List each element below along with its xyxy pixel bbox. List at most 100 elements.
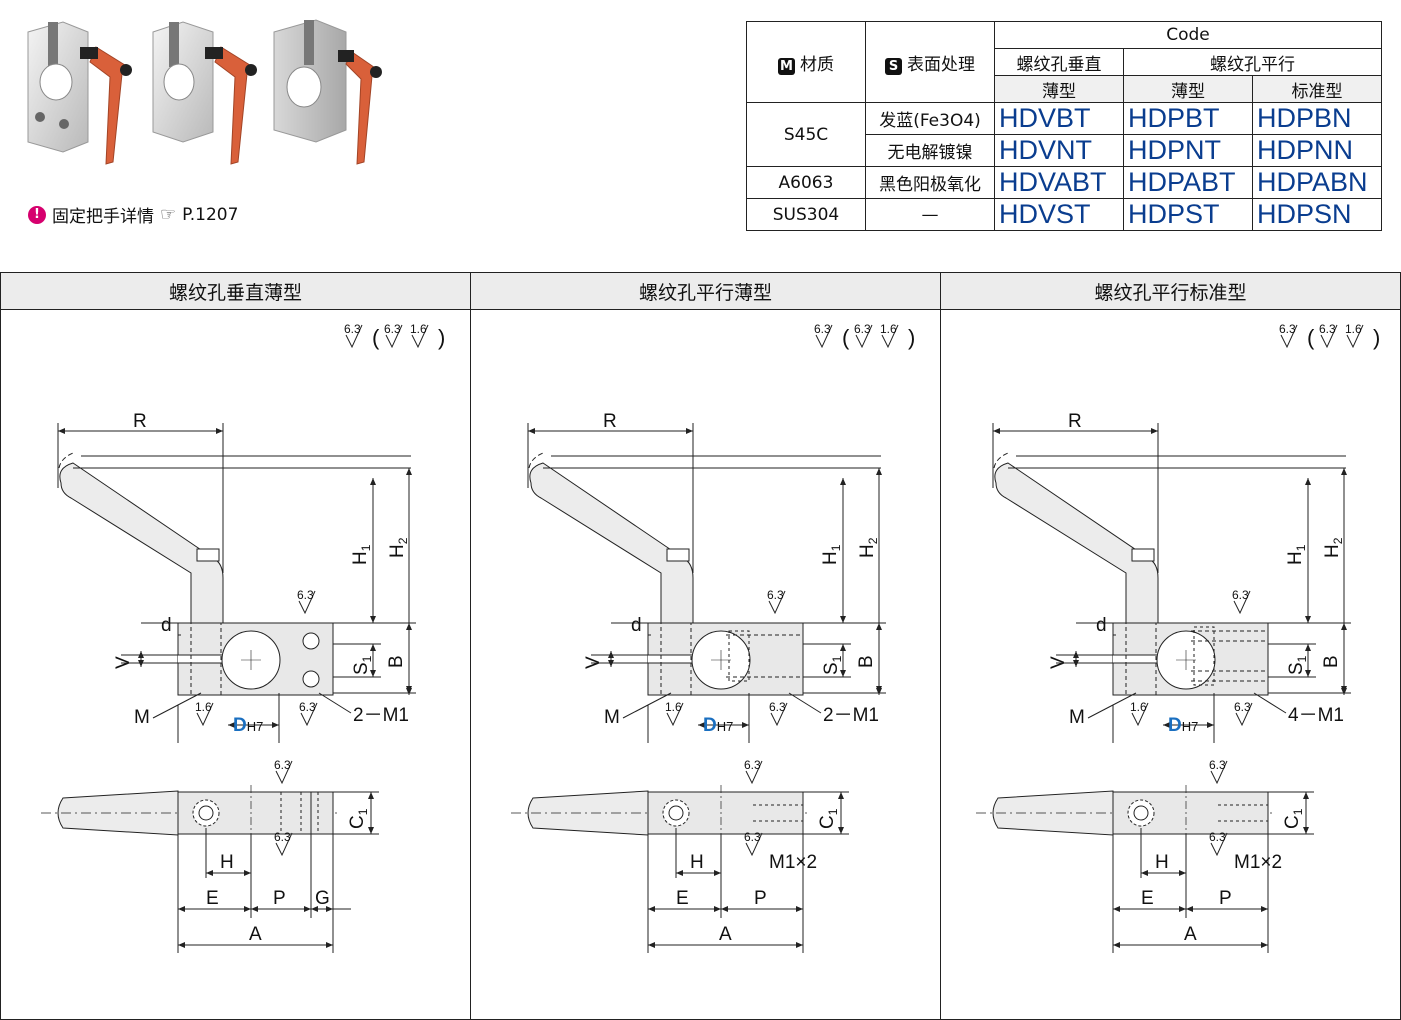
paren-label: ( (842, 325, 850, 350)
roughness-label: 6.3 (814, 322, 831, 336)
lever-top-view (992, 790, 1114, 836)
code-cell[interactable]: HDPST (1123, 198, 1253, 231)
lever-top-view (527, 790, 649, 836)
roughness-label: 1.6 (1345, 322, 1362, 336)
thread-hole (302, 670, 320, 688)
table-row: 无电解镀镍 HDVNT HDPNT HDPNN (747, 134, 1382, 167)
drawing-line (1253, 692, 1287, 714)
roughness-symbol (1131, 702, 1149, 727)
table-row: S45C 发蓝(Fe3O4) HDVBT HDPBT HDPBN (746, 102, 1382, 167)
roughness-label: 6.3 (274, 830, 291, 844)
roughness-symbol (411, 324, 429, 349)
roughness-symbol (1346, 324, 1364, 349)
dim-B-label: B (1321, 655, 1342, 668)
dim-H-label: H (220, 852, 234, 873)
roughness-label: 6.3 (744, 830, 761, 844)
thread-hidden (728, 630, 750, 682)
roughness-symbol (745, 760, 763, 785)
dim-D-label: DH7 (703, 715, 733, 736)
thread-callout-label: 2－M1 (823, 705, 879, 726)
product-photos (27, 19, 382, 165)
paren-label: ) (908, 325, 915, 350)
code-cell[interactable]: HDVNT (994, 134, 1124, 167)
sub-vertical-thin-header: 薄型 (994, 75, 1124, 103)
lever-alt-position (528, 452, 544, 469)
code-cell[interactable]: HDPNT (1123, 134, 1253, 167)
paren-label: ( (1307, 325, 1315, 350)
dim-H1-label: H1 (1285, 544, 1308, 565)
alert-icon: ! (28, 205, 46, 224)
material-cell: A6063 (746, 166, 866, 199)
roughness-label: 1.6 (880, 322, 897, 336)
slot-gap (1113, 655, 1163, 663)
roughness-label: 1.6 (1130, 700, 1147, 714)
code-cell[interactable]: HDPABN (1252, 166, 1382, 199)
dim-S1-label: S1 (821, 655, 844, 675)
roughness-symbol (345, 324, 363, 349)
code-cell[interactable]: HDPABT (1123, 166, 1253, 199)
code-cell[interactable]: HDPSN (1252, 198, 1382, 231)
lever-handle (994, 462, 1159, 624)
pointing-hand-icon: ☞ (160, 204, 177, 225)
roughness-symbol (275, 760, 293, 785)
roughness-symbol (815, 324, 833, 349)
dim-B-label: B (856, 655, 877, 668)
dim-A-label: A (1184, 924, 1197, 945)
tolerance-label: H7 (717, 719, 734, 734)
roughness-label: 6.3 (384, 322, 401, 336)
surface-cell: 无电解镀镍 (865, 134, 995, 167)
code-cell[interactable]: HDVST (994, 198, 1124, 231)
product-photo-parallel-thin (152, 21, 257, 165)
roughness-label: 6.3 (1209, 830, 1226, 844)
code-cell[interactable]: HDPBN (1252, 102, 1382, 135)
panel-divider (470, 273, 471, 1019)
thread-count-label: M1×2 (1234, 852, 1282, 873)
roughness-symbol (196, 702, 214, 727)
dim-H2-label: H2 (857, 537, 880, 558)
dimension-arrow (311, 906, 333, 912)
drawing-line (318, 692, 352, 714)
product-photo-parallel-standard (273, 19, 382, 165)
roughness-symbol (1233, 590, 1251, 615)
roughness-symbol (855, 324, 873, 349)
roughness-symbol (275, 832, 293, 857)
panel-title-parallel-thin: 螺纹孔平行薄型 (471, 273, 940, 310)
dim-E-label: E (1141, 888, 1154, 909)
thread-hole (302, 632, 320, 650)
roughness-symbol (300, 702, 318, 727)
code-cell[interactable]: HDPBT (1123, 102, 1253, 135)
dim-A-label: A (719, 924, 732, 945)
lever-alt-position (58, 452, 74, 469)
dim-H1-label: H1 (820, 544, 843, 565)
roughness-label: 6.3 (1279, 322, 1296, 336)
lever-handle (59, 462, 224, 624)
dim-d-label: d (631, 615, 642, 636)
dim-E-label: E (676, 888, 689, 909)
drawing-line (622, 692, 672, 719)
roughness-symbol (1210, 760, 1228, 785)
dim-D-label: DH7 (233, 715, 263, 736)
dimension-arrow (370, 644, 376, 677)
code-cell[interactable]: HDVBT (994, 102, 1124, 135)
code-cell[interactable]: HDVABT (994, 166, 1124, 199)
dim-H-label: H (1155, 852, 1169, 873)
product-photo-vertical (27, 21, 132, 165)
dim-S1-label: S1 (1286, 655, 1309, 675)
dim-A-label: A (249, 924, 262, 945)
roughness-label: 6.3 (274, 758, 291, 772)
dim-M-label: M (1069, 707, 1085, 728)
surface-cell: 黑色阳极氧化 (865, 166, 995, 199)
code-cell[interactable]: HDPNN (1252, 134, 1382, 167)
note-text: 固定把手详情 (52, 207, 154, 227)
page-reference-link[interactable]: P.1207 (182, 204, 239, 225)
handle-detail-note: ! 固定把手详情 ☞ P.1207 (28, 202, 238, 227)
dim-H-label: H (690, 852, 704, 873)
roughness-symbol (768, 590, 786, 615)
panel-title-parallel-standard: 螺纹孔平行标准型 (941, 273, 1400, 310)
